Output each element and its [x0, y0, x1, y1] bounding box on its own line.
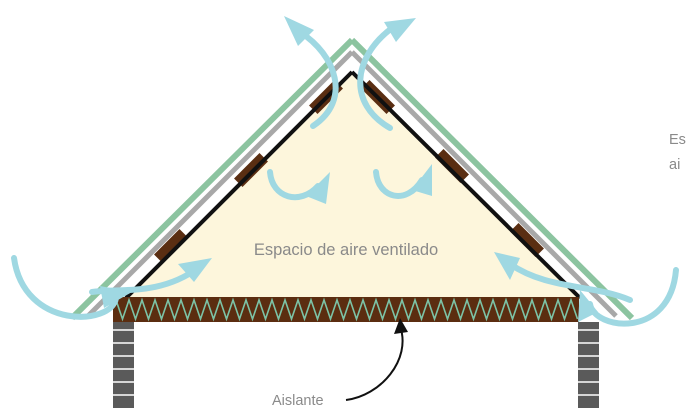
- attic-space: [128, 72, 578, 297]
- airflow-eave-left-arrow: [11, 255, 119, 320]
- pointer-arrowhead-icon: [394, 318, 408, 334]
- edge-label-line2: ai: [669, 157, 680, 173]
- arrowhead-icon: [578, 290, 598, 322]
- roof-right-slope: [349, 37, 635, 321]
- airflow-ridge-right-arrow: [357, 25, 395, 131]
- arrowhead-icon: [284, 16, 314, 46]
- arrowhead-icon: [178, 258, 212, 282]
- wall-right: [578, 322, 599, 408]
- arrowhead-icon: [412, 164, 432, 196]
- arrowhead-icon: [306, 172, 330, 204]
- airflow-eave-right-inner-arrow: [507, 261, 633, 303]
- airflow-ridge-left-arrow: [297, 29, 339, 129]
- insulation-zigzag: [115, 297, 579, 322]
- arrowhead-icon: [384, 18, 416, 42]
- wall-left: [113, 322, 134, 408]
- rafters: [124, 70, 582, 300]
- ventilated-space-label: Espacio de aire ventilado: [254, 241, 438, 259]
- arrowhead-icon: [494, 252, 520, 280]
- edge-label-line1: Es: [669, 132, 686, 148]
- airflow-arrowheads: [100, 16, 598, 322]
- roof-left-slope: [69, 37, 355, 321]
- insulation-pointer-arrow: [345, 325, 404, 401]
- arrowhead-icon: [100, 286, 132, 308]
- insulation-label: Aislante: [272, 393, 324, 408]
